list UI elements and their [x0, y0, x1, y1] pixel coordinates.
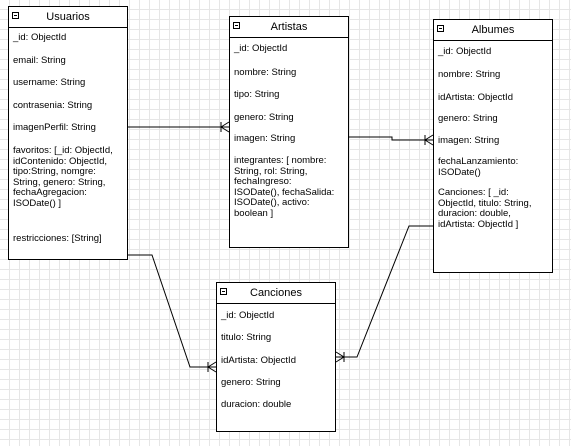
entity-artistas[interactable]: Artistas _id: ObjectId nombre: String ti…	[229, 16, 349, 248]
relationship-usuarios-canciones[interactable]	[128, 254, 217, 373]
attribute-usuarios-id: _id: ObjectId	[13, 32, 67, 43]
entity-title-usuarios: Usuarios	[46, 11, 90, 23]
attribute-albumes-nombre: nombre: String	[438, 69, 501, 80]
relationship-usuarios-artistas[interactable]	[128, 121, 230, 133]
entity-usuarios[interactable]: Usuarios _id: ObjectId email: String use…	[8, 6, 128, 260]
entity-header-albumes[interactable]: Albumes	[434, 20, 552, 41]
attribute-artistas-imagen: imagen: String	[234, 133, 296, 144]
collapse-icon[interactable]	[12, 12, 19, 19]
attribute-canciones-id: _id: ObjectId	[221, 310, 275, 321]
attribute-artistas-id: _id: ObjectId	[234, 43, 288, 54]
attribute-artistas-genero: genero: String	[234, 112, 294, 123]
relationship-albumes-canciones[interactable]	[335, 225, 433, 363]
entity-canciones[interactable]: Canciones _id: ObjectId titulo: String i…	[216, 282, 336, 432]
entity-header-artistas[interactable]: Artistas	[230, 17, 348, 38]
attribute-albumes-id: _id: ObjectId	[438, 46, 492, 57]
entity-header-canciones[interactable]: Canciones	[217, 283, 335, 304]
entity-title-artistas: Artistas	[270, 21, 308, 33]
attribute-canciones-genero: genero: String	[221, 377, 281, 388]
attribute-usuarios-favoritos: favoritos: [_id: ObjectId, idContenido: …	[13, 145, 113, 209]
attribute-albumes-idartista: idArtista: ObjectId	[438, 92, 513, 103]
attribute-canciones-titulo: titulo: String	[221, 332, 272, 343]
collapse-icon[interactable]	[437, 25, 444, 32]
attribute-albumes-imagen: imagen: String	[438, 135, 500, 146]
collapse-icon[interactable]	[220, 288, 227, 295]
attribute-usuarios-username: username: String	[13, 77, 86, 88]
entity-title-canciones: Canciones	[250, 287, 302, 299]
attribute-artistas-tipo: tipo: String	[234, 89, 280, 100]
entity-albumes[interactable]: Albumes _id: ObjectId nombre: String idA…	[433, 19, 553, 273]
attribute-artistas-nombre: nombre: String	[234, 67, 297, 78]
attribute-artistas-integrantes: integrantes: [ nombre: String, rol: Stri…	[234, 155, 335, 219]
attribute-usuarios-imagenperfil: imagenPerfil: String	[13, 122, 96, 133]
attribute-canciones-idartista: idArtista: ObjectId	[221, 355, 296, 366]
attribute-usuarios-restricciones: restricciones: [String]	[13, 233, 102, 244]
attribute-usuarios-email: email: String	[13, 55, 66, 66]
attribute-canciones-duracion: duracion: double	[221, 399, 292, 410]
attribute-albumes-genero: genero: String	[438, 113, 498, 124]
attribute-albumes-fechalanzamiento: fechaLanzamiento: ISODate()	[438, 156, 519, 178]
collapse-icon[interactable]	[233, 22, 240, 29]
entity-title-albumes: Albumes	[471, 24, 515, 36]
relationship-artistas-albumes[interactable]	[349, 134, 434, 146]
attribute-usuarios-contrasenia: contrasenia: String	[13, 100, 93, 111]
attribute-albumes-canciones: Canciones: [ _id: ObjectId, titulo: Stri…	[438, 187, 532, 230]
entity-header-usuarios[interactable]: Usuarios	[9, 7, 127, 28]
